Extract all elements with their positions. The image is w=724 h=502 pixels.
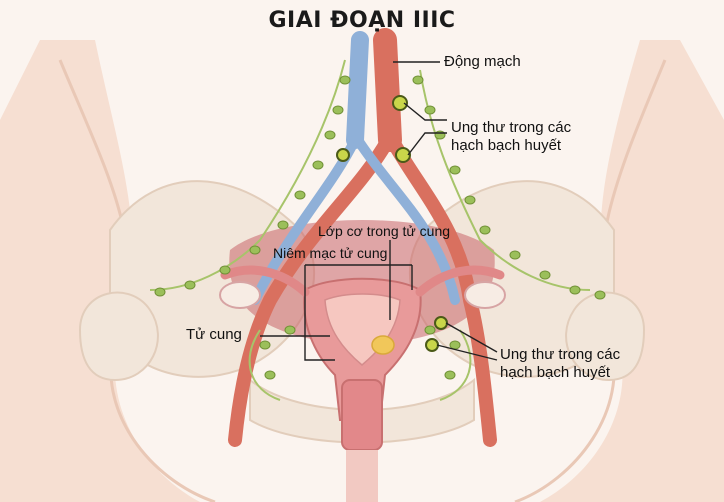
- lower-nodes-label-line2: hạch bạch huyết: [500, 363, 610, 382]
- page-title: GIAI ĐOẠN IIIC: [0, 8, 724, 33]
- artery-label: Động mạch: [444, 52, 521, 71]
- tumor: [372, 336, 394, 354]
- left-ovary: [220, 282, 260, 308]
- right-ovary: [465, 282, 505, 308]
- upper-nodes-label-line1: Ung thư trong các: [451, 118, 571, 137]
- lower-nodes-label-line1: Ung thư trong các: [500, 345, 620, 364]
- myometrium-label: Lớp cơ trong tử cung: [318, 222, 450, 241]
- upper-nodes-label-line2: hạch bạch huyết: [451, 136, 561, 155]
- endometrium-label: Niêm mạc tử cung: [273, 244, 387, 263]
- uterus-label: Tử cung: [186, 325, 242, 344]
